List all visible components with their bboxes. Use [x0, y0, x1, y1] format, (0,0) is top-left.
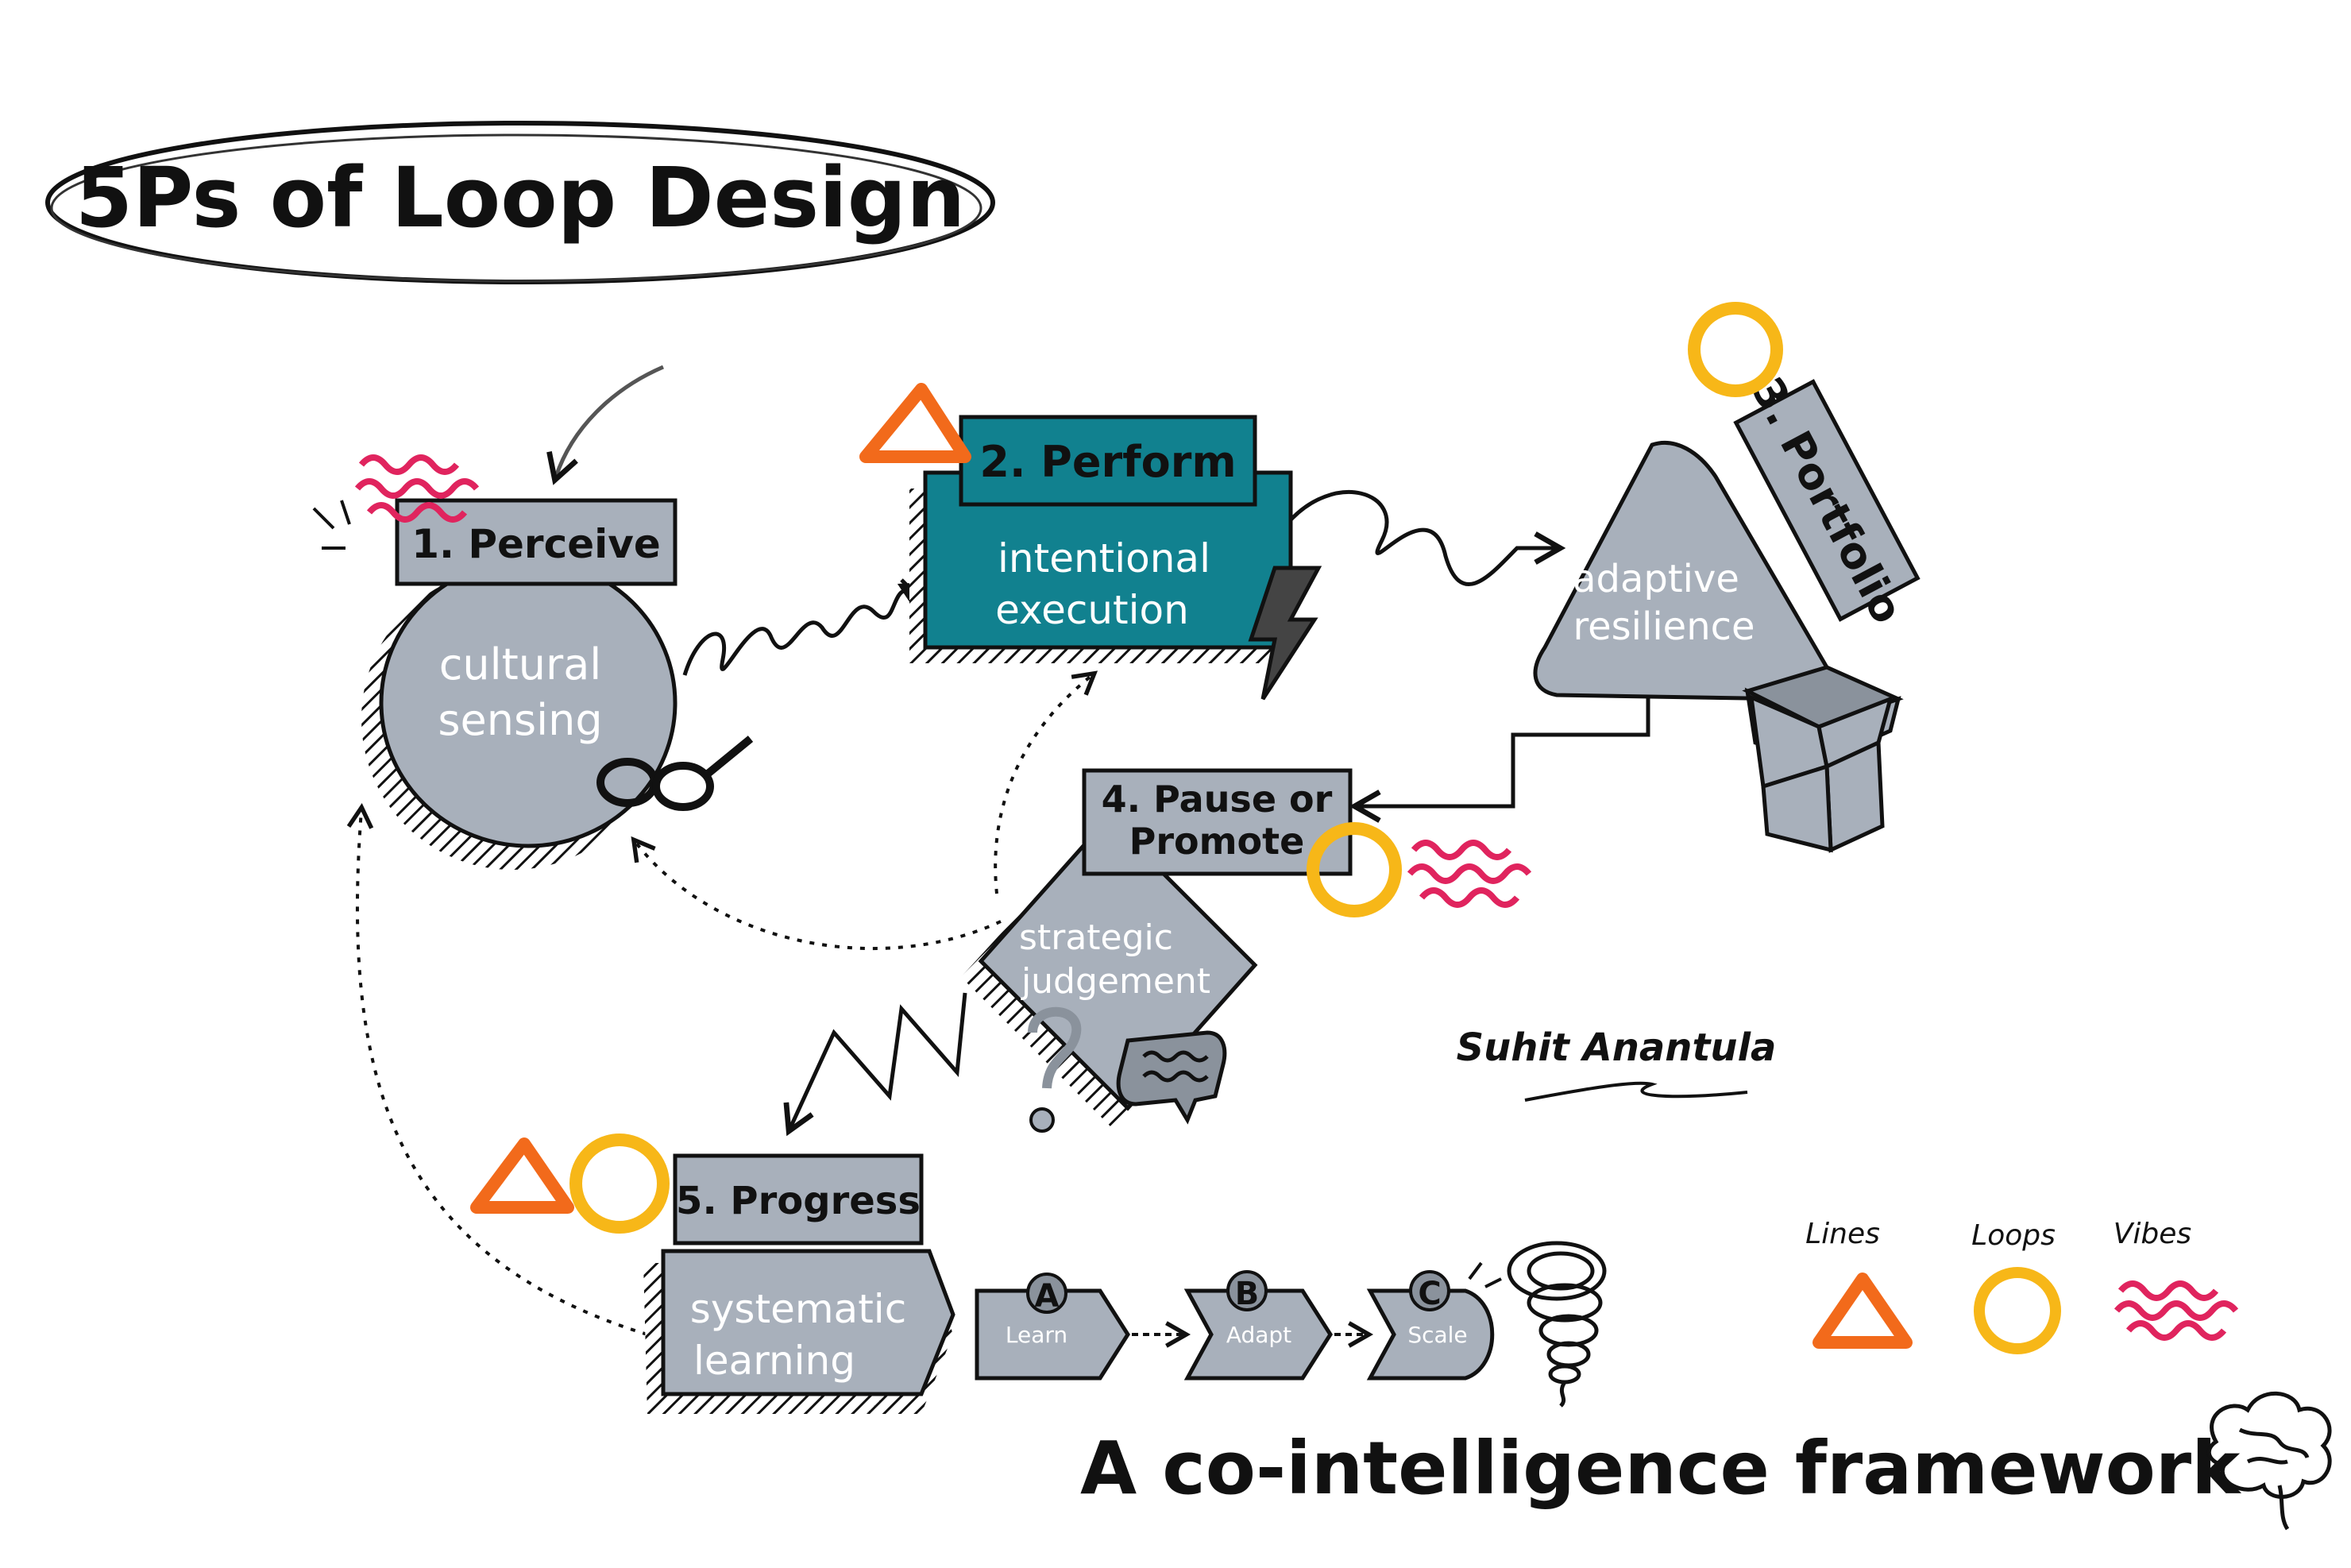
title-group: 5Ps of Loop Design: [45, 121, 995, 284]
sparkle-icon: [312, 500, 351, 550]
incoming-arrow: [546, 365, 664, 485]
perform-label-box: [959, 415, 1257, 507]
legend-loops-label: Loops: [1971, 1219, 2056, 1252]
step-progress: 5. Progress systematic learning: [470, 1134, 955, 1414]
signature-underline: [1524, 1081, 1748, 1102]
step-pause-promote: 4. Pause or Promote strategic judgement: [961, 768, 1532, 1133]
pause-desc-line1: strategic: [1019, 917, 1173, 958]
scale-sparkle-icon: [1468, 1261, 1502, 1288]
dotted-arrow-to-perceive: [631, 836, 1002, 951]
progress-loops-icon: [569, 1134, 670, 1234]
pause-desc-line2: judgement: [1021, 961, 1210, 1002]
perform-lines-icon: [859, 383, 971, 463]
perceive-label: 1. Perceive: [411, 521, 661, 567]
learn-chevron: [975, 1288, 1130, 1381]
scale-label: Scale: [1407, 1322, 1467, 1348]
perceive-desc-line1: cultural: [439, 639, 602, 689]
title-oval-stroke-2: [50, 133, 982, 283]
question-icon: [1028, 1006, 1082, 1133]
brain-icon: [2206, 1391, 2332, 1531]
zigzag-arrow: [783, 992, 967, 1137]
legend-lines-label: Lines: [1805, 1218, 1880, 1250]
adapt-letter-circle: [1226, 1270, 1268, 1311]
progress-label: 5. Progress: [676, 1179, 921, 1223]
progress-desc-line1: systematic: [690, 1286, 906, 1332]
dotted-arrow-to-perform: [994, 670, 1098, 894]
pause-loops-icon: [1307, 822, 1402, 917]
pause-label-line1: 4. Pause or: [1102, 778, 1333, 821]
author-name: Suhit Anantula: [1457, 1025, 1777, 1070]
lightning-icon: [1248, 566, 1322, 701]
learn-label: Learn: [1006, 1322, 1067, 1348]
triangle-icon: [1812, 1273, 1913, 1349]
subtitle: A co-intelligence framework: [1080, 1426, 2241, 1511]
scale-letter: C: [1418, 1276, 1441, 1312]
adapt-letter: B: [1235, 1276, 1260, 1312]
coil-arrow: [682, 578, 915, 676]
legend-vibes-label: Vibes: [2114, 1218, 2191, 1250]
portfolio-label-box: [1733, 379, 1921, 622]
pause-label-line2: Promote: [1129, 820, 1305, 863]
scale-chevron: [1366, 1288, 1495, 1381]
tornado-icon: [1507, 1241, 1607, 1408]
progress-label-box: [673, 1153, 924, 1246]
step-perceive: 1. Perceive cultural sensing: [312, 454, 754, 870]
scale-letter-circle: [1409, 1270, 1450, 1311]
sub-step-learn: A Learn: [975, 1273, 1130, 1381]
learn-letter: A: [1035, 1278, 1060, 1315]
glasses-icon: [596, 736, 754, 811]
step-perform: 2. Perform intentional execution: [859, 383, 1322, 701]
progress-desc-line2: learning: [693, 1338, 855, 1384]
perform-label: 2. Perform: [979, 437, 1236, 487]
chat-bubble-icon: [1116, 1030, 1227, 1125]
sub-step-adapt: B Adapt: [1183, 1270, 1333, 1381]
perceive-vibes-icon: [354, 454, 480, 523]
squiggle-icon: [2114, 1280, 2239, 1341]
pause-label-box: [1082, 768, 1353, 876]
legend: Lines Loops Vibes: [1805, 1218, 2239, 1354]
progress-lines-icon: [470, 1137, 574, 1214]
box-icon: [1742, 665, 1904, 853]
page-title: 5Ps of Loop Design: [75, 149, 966, 246]
adapt-chevron: [1183, 1288, 1333, 1381]
progress-shape: [661, 1249, 955, 1396]
wave-arrow: [1285, 490, 1566, 586]
portfolio-desc-line1: adaptive: [1573, 557, 1739, 601]
adapt-label: Adapt: [1226, 1322, 1291, 1348]
perform-desc-line1: intentional: [998, 535, 1210, 581]
portfolio-desc-line2: resilience: [1573, 604, 1755, 649]
learn-letter-circle: [1026, 1273, 1067, 1314]
step-arrow: [1349, 687, 1650, 823]
perceive-desc-line2: sensing: [438, 695, 602, 745]
perform-desc-line2: execution: [995, 587, 1189, 633]
sub-step-scale: C Scale: [1366, 1261, 1502, 1381]
pause-vibes-icon: [1407, 840, 1532, 908]
circle-icon: [1974, 1267, 2061, 1354]
dotted-arrow-loop-back: [346, 802, 648, 1336]
author-signature: Suhit Anantula: [1457, 1025, 1777, 1102]
portfolio-loops-icon: [1688, 302, 1783, 397]
step-portfolio: 3. Portfolio adaptive resilience: [1533, 302, 1921, 853]
